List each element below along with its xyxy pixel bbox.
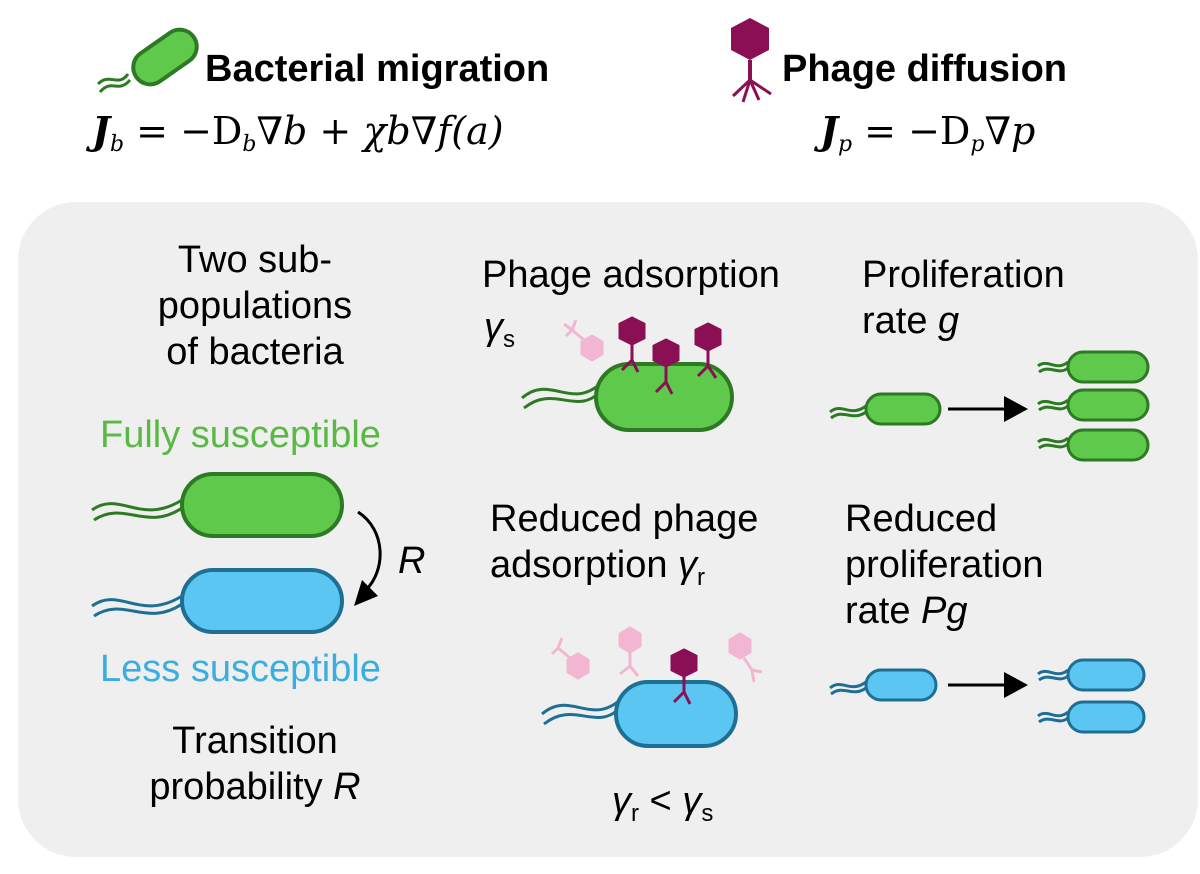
phage-adsorption-illustration [521,316,734,432]
adsorption-rate-symbol: γs [484,306,515,353]
susceptible-bacterium-icon [91,472,344,538]
phage-adsorption-title: Phage adsorption [482,254,780,296]
bacterial-migration-equation: Jb = −Db∇b + χb∇f(a) [92,108,504,157]
reduced-proliferation-rate-label: Reduced proliferation rate Pg [845,498,1044,632]
reduced-adsorption-illustration [541,626,763,748]
phage-diffusion-equation: Jp = −Dp∇p [820,108,1036,157]
bacterial-migration-title: Bacterial migration [205,48,550,90]
proliferation-illustration [829,350,1150,462]
transition-probability-label: Transition probability R [149,720,361,808]
transition-arrow [354,510,382,606]
reduced-proliferation-illustration [829,658,1146,734]
transition-arrow-label: R [398,540,426,582]
fully-susceptible-label: Fully susceptible [100,414,381,456]
green-bacterium-icon [96,27,199,94]
phage-icon [731,18,772,103]
subpopulations-label: Two sub- populations of bacteria [157,239,353,373]
less-susceptible-label: Less susceptible [100,648,381,690]
less-susceptible-bacterium-icon [91,568,344,634]
phage-diffusion-title: Phage diffusion [782,48,1067,90]
reduced-phage-adsorption-label: Reduced phage adsorption γr [490,498,759,591]
proliferation-rate-label: Proliferation rate g [862,254,1065,342]
adsorption-inequality: γr < γs [612,780,714,827]
